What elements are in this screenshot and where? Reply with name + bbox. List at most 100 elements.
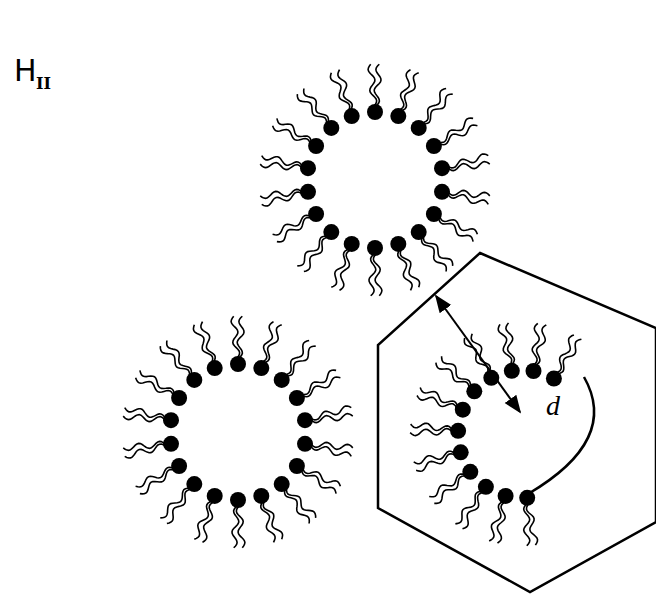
lipid-head	[308, 138, 324, 154]
lipid-tail	[297, 236, 327, 266]
lipid-tail	[311, 414, 353, 423]
lipid-tail	[436, 363, 469, 389]
lipid-head	[390, 236, 406, 252]
lipid-tail	[439, 218, 474, 242]
lipid-tail	[401, 73, 419, 111]
lipid-tail	[399, 70, 410, 111]
lipid-tail	[303, 377, 341, 397]
lipid-tail	[303, 468, 341, 486]
lipid-head	[323, 120, 339, 136]
lipid-head	[163, 412, 179, 428]
lipid-tail	[448, 194, 489, 205]
lipid-tail	[556, 335, 574, 373]
lipid-head	[390, 108, 406, 124]
lipid-tail	[203, 502, 214, 543]
lipid-tail	[311, 446, 352, 457]
lipid-tail	[340, 250, 351, 290]
lipid-head	[230, 356, 246, 372]
lipid-tail	[285, 341, 309, 375]
lipid-tail	[160, 488, 190, 518]
lipid-head	[289, 458, 305, 474]
lipid-head	[498, 488, 514, 504]
lipid-head	[186, 372, 202, 388]
lipid-head	[426, 206, 442, 222]
lipid-tail	[167, 489, 191, 523]
distance-arrow	[436, 296, 520, 412]
lipid-head	[450, 423, 466, 439]
lipid-head	[344, 236, 360, 252]
lipid-head	[546, 371, 562, 387]
lipid-tail	[414, 451, 455, 463]
lipid-head	[300, 184, 316, 200]
lipid-head	[367, 104, 383, 120]
lipid-head	[171, 390, 187, 406]
lipid-head	[434, 160, 450, 176]
lipid-head	[289, 390, 305, 406]
lipid-tail	[237, 316, 244, 358]
lipid-tail	[123, 441, 165, 450]
lipid-tail	[338, 70, 352, 111]
lipid-tail	[262, 156, 303, 167]
lipid-head	[455, 402, 471, 418]
lipid-tail	[536, 325, 547, 366]
lipid-head	[253, 360, 269, 376]
phase-symbol: H	[14, 56, 37, 86]
lipid-tail	[136, 467, 174, 487]
lipid-tail	[331, 249, 349, 287]
lipid-tail	[411, 423, 453, 430]
lipid-tail	[286, 346, 316, 376]
lipid-tail	[448, 162, 490, 171]
lipid-tail	[410, 429, 452, 436]
lipid-tail	[167, 341, 192, 375]
lipid-tail	[440, 125, 478, 145]
lipid-tail	[369, 254, 376, 296]
lipid-head	[367, 240, 383, 256]
lipid-tail	[232, 506, 239, 548]
lipid-head	[462, 464, 478, 480]
lipid-tail	[260, 189, 302, 198]
lipid-tail	[261, 502, 275, 543]
lipid-tail	[532, 323, 539, 365]
lipid-tail	[489, 501, 503, 541]
lipid-tail	[160, 346, 190, 376]
lipid-tail	[558, 339, 582, 374]
lipid-head	[323, 224, 339, 240]
lipid-head	[207, 360, 223, 376]
lipid-tail	[448, 190, 490, 197]
lipid-tail	[440, 216, 478, 234]
phase-subscript: II	[36, 76, 51, 92]
lipid-tail	[194, 501, 212, 539]
lipid-head	[163, 436, 179, 452]
lipid-tail	[442, 356, 471, 386]
lipid-head	[308, 206, 324, 222]
lipid-tail	[374, 64, 381, 106]
lipid-tail	[125, 408, 166, 419]
lipid-tail	[297, 94, 327, 124]
lipid-tail	[285, 489, 310, 523]
lipid-tail	[262, 322, 273, 363]
lipid-head	[230, 492, 246, 508]
lipid-head	[466, 383, 482, 399]
lipid-tail	[140, 370, 175, 394]
lipid-head	[186, 476, 202, 492]
lipid-tail	[420, 388, 458, 407]
hexagon-cell	[378, 253, 656, 592]
lipid-tail	[302, 470, 337, 494]
lipid-tail	[304, 237, 328, 271]
lipid-head	[207, 488, 223, 504]
lipid-head	[426, 138, 442, 154]
lipid-tail	[273, 215, 311, 235]
lipid-head	[411, 224, 427, 240]
lipid-tail	[123, 415, 165, 422]
lipid-tail	[260, 163, 302, 170]
lipid-tail	[422, 237, 447, 271]
lipid-tail	[311, 442, 353, 449]
lipid-head	[300, 160, 316, 176]
lipid-head	[297, 412, 313, 428]
radius-arc	[528, 377, 594, 494]
lipid-head	[411, 120, 427, 136]
lipid-tail	[506, 323, 515, 365]
lipid-tail	[423, 236, 453, 266]
lipid-tail	[273, 126, 311, 144]
lipid-head	[274, 476, 290, 492]
